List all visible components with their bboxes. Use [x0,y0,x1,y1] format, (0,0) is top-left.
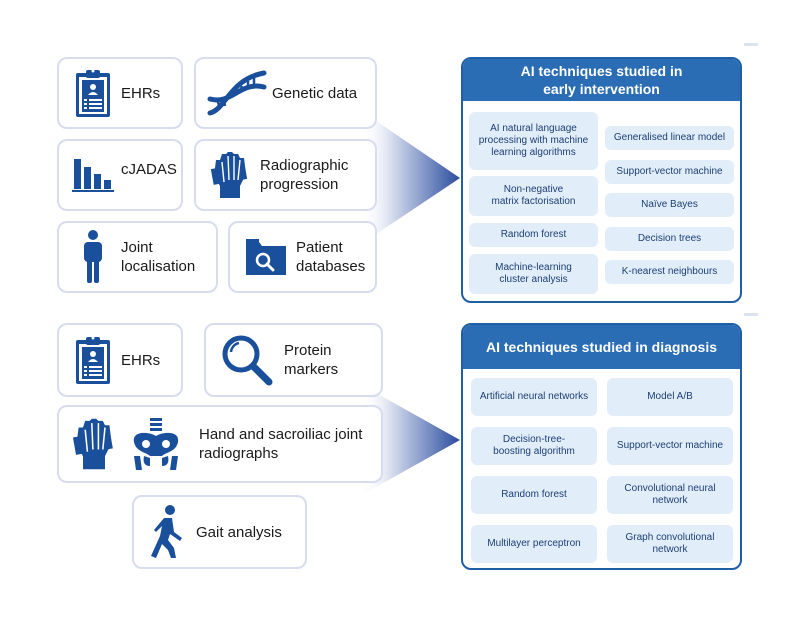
technique-chip: K-nearest neighbours [605,260,734,284]
input-label: cJADAS [121,161,177,178]
technique-chip: Graph convolutional network [607,525,733,563]
dna-icon [202,69,272,117]
technique-chip: Decision trees [605,227,734,251]
input-card-protein-markers: Protein markers [204,323,383,397]
person-icon [65,229,121,285]
decorative-mark [744,43,758,46]
clipboard-icon [65,335,121,385]
input-card-patient-databases: Patient databases [228,221,377,293]
input-card-genetic-data: Genetic data [194,57,377,129]
input-label: Joint localisation [121,239,196,275]
input-card-joint-localisation: Joint localisation [57,221,218,293]
technique-chip: Random forest [471,476,597,514]
clipboard-icon [65,68,121,118]
ai-techniques-diagnosis-panel: AI techniques studied in diagnosis Artif… [461,323,742,570]
folder-search-icon [236,238,296,276]
technique-chip: Support-vector machine [607,427,733,465]
technique-chip: Model A/B [607,378,733,416]
technique-chip: Support-vector machine [605,160,734,184]
input-card-radiographic-progression: Radiographic progression [194,139,377,211]
technique-chip: Naïve Bayes [605,193,734,217]
input-label: Protein markers [284,342,339,378]
panel-title: AI techniques studied in early intervent… [463,59,740,101]
input-card-ehrs: EHRs [57,57,183,129]
technique-chip: Decision-tree- boosting algorithm [471,427,597,465]
technique-chip: Convolutional neural network [607,476,733,514]
technique-chip: Machine-learning cluster analysis [469,254,598,294]
technique-chip: Generalised linear model [605,126,734,150]
input-label: EHRs [121,351,161,369]
technique-chip: Non-negative matrix factorisation [469,176,598,216]
bar-chart-icon [65,157,121,193]
technique-chip: Random forest [469,223,598,247]
input-card-hand-sacroiliac-radiographs: Hand and sacroiliac joint radiographs [57,405,383,483]
input-card-ehrs-diagnosis: EHRs [57,323,183,397]
input-label: Genetic data [272,84,358,102]
technique-chip: Artificial neural networks [471,378,597,416]
input-label: Gait analysis [196,523,282,541]
magnifier-icon [216,332,278,388]
decorative-mark [744,313,758,316]
hand-xray-icon [200,150,260,200]
technique-chip: Multilayer perceptron [471,525,597,563]
panel-title: AI techniques studied in diagnosis [463,325,740,369]
input-card-cjadas: cJADAS [57,139,183,211]
walking-person-icon [140,504,196,560]
technique-chip: AI natural language processing with mach… [469,112,598,170]
input-label: Radiographic progression [260,157,349,193]
input-card-gait-analysis: Gait analysis [132,495,307,569]
input-label: EHRs [121,84,161,102]
pelvis-xray-icon [125,416,187,472]
flow-arrow-diagnosis [360,384,460,496]
flow-arrow-early-intervention [360,110,460,245]
input-label: Patient databases [296,239,366,275]
hand-xray-icon [65,416,123,472]
input-label: Hand and sacroiliac joint radiographs [199,426,363,462]
ai-techniques-early-intervention-panel: AI techniques studied in early intervent… [461,57,742,303]
